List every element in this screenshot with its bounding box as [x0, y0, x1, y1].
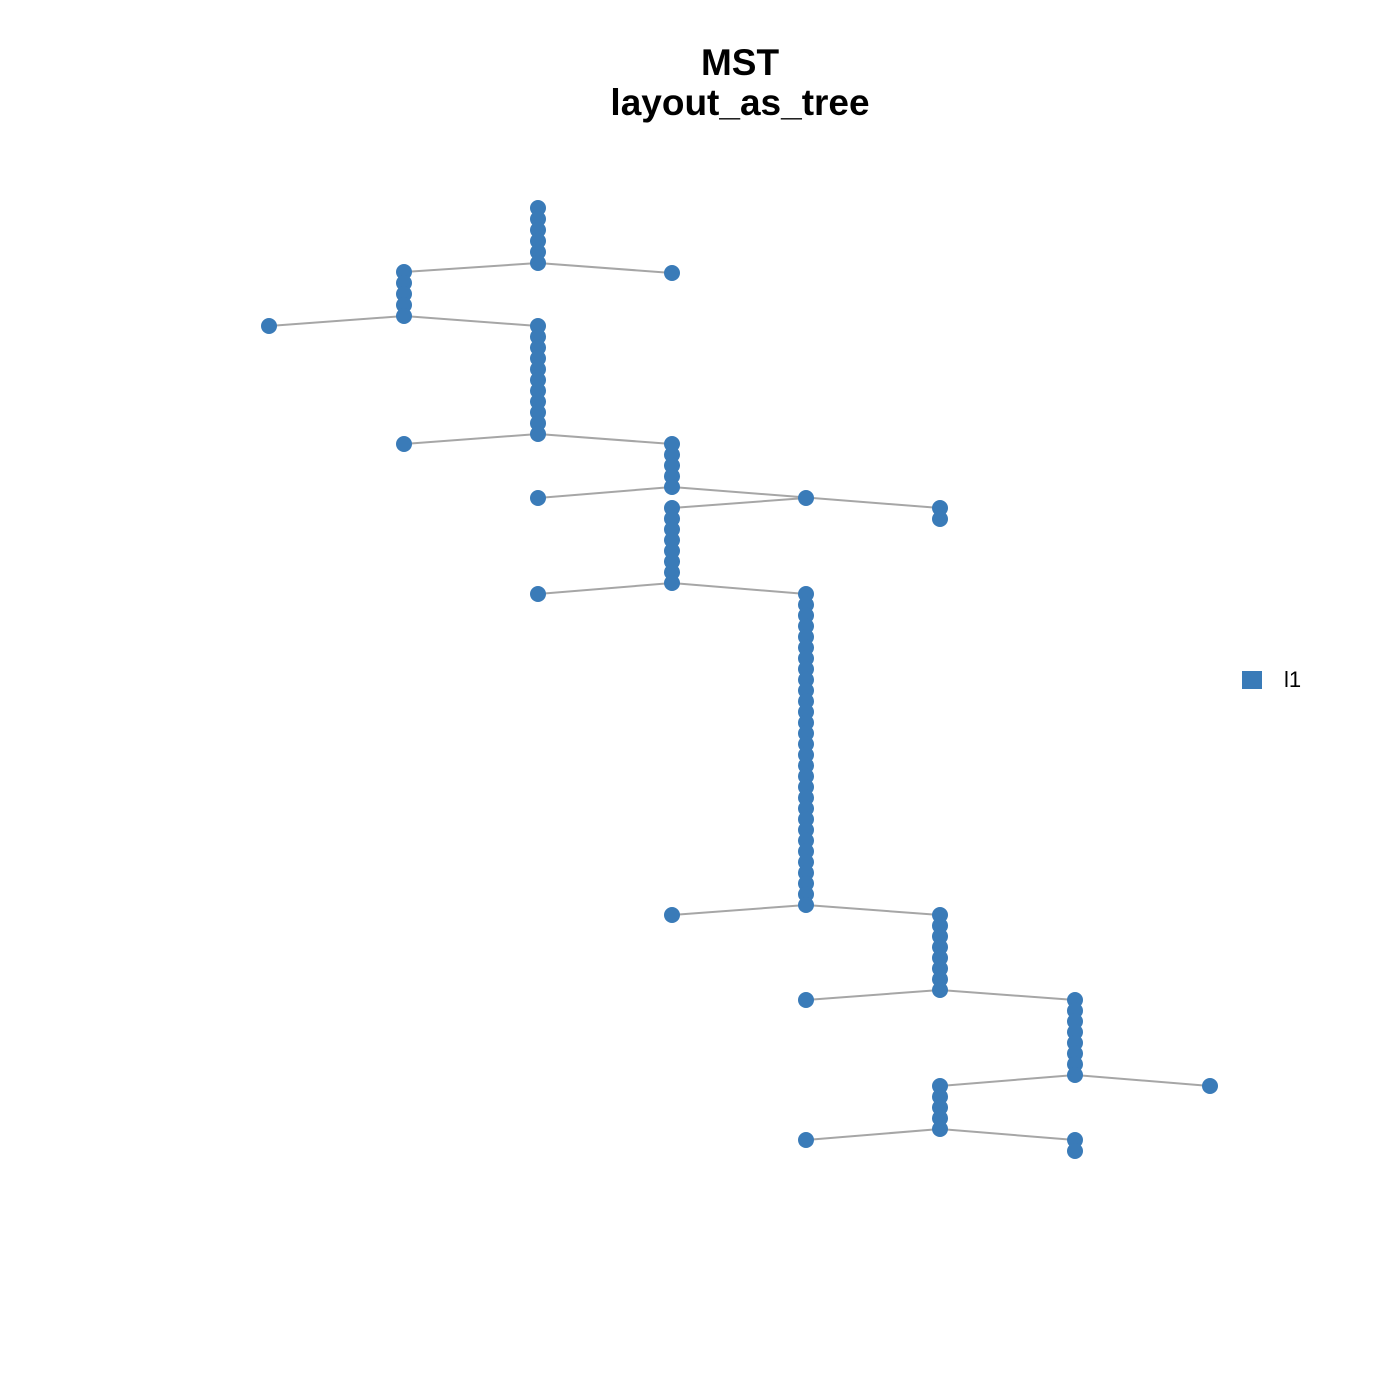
tree-node [664, 479, 680, 495]
node-layer [261, 200, 1218, 1159]
tree-edge [537, 262, 673, 274]
tree-node [530, 222, 546, 238]
tree-node [798, 992, 814, 1008]
plot-title-line1: MST [700, 42, 780, 83]
tree-edge [939, 1074, 1076, 1087]
tree-node [798, 897, 814, 913]
tree-edge [403, 433, 539, 445]
tree-edge [671, 497, 807, 509]
tree-node [396, 308, 412, 324]
tree-node [932, 1121, 948, 1137]
legend-label: l1 [1284, 667, 1302, 692]
tree-edge [805, 1128, 941, 1141]
legend: l1 [1242, 667, 1302, 692]
tree-node [1067, 1143, 1083, 1159]
tree-node [261, 318, 277, 334]
tree-edge [939, 1128, 1076, 1141]
tree-edge [671, 904, 807, 916]
tree-node [530, 426, 546, 442]
tree-node [530, 255, 546, 271]
tree-node [530, 233, 546, 249]
tree-node [664, 575, 680, 591]
tree-node [1067, 1132, 1083, 1148]
tree-node [530, 586, 546, 602]
tree-edge [268, 315, 405, 327]
tree-edge [805, 904, 941, 916]
tree-node [664, 907, 680, 923]
tree-node [530, 490, 546, 506]
tree-node [798, 1132, 814, 1148]
tree-edge [537, 433, 673, 445]
tree-node [530, 211, 546, 227]
tree-node [932, 982, 948, 998]
tree-node [664, 265, 680, 281]
tree-edge [537, 582, 673, 595]
tree-node [530, 200, 546, 216]
tree-edge [939, 989, 1076, 1001]
tree-edge [671, 582, 807, 595]
plot-title-line2: layout_as_tree [610, 82, 870, 123]
tree-edge [403, 262, 539, 273]
tree-node [396, 275, 412, 291]
tree-node [396, 297, 412, 313]
tree-node [396, 264, 412, 280]
tree-edge [537, 486, 673, 499]
tree-node [1067, 1067, 1083, 1083]
tree-node [396, 436, 412, 452]
tree-edge [805, 989, 941, 1001]
tree-edge [1074, 1074, 1211, 1087]
tree-node [798, 490, 814, 506]
legend-swatch [1242, 671, 1262, 689]
tree-edge [403, 315, 539, 327]
tree-node [932, 511, 948, 527]
tree-node [932, 500, 948, 516]
tree-node [530, 244, 546, 260]
tree-node [1202, 1078, 1218, 1094]
tree-node [396, 286, 412, 302]
